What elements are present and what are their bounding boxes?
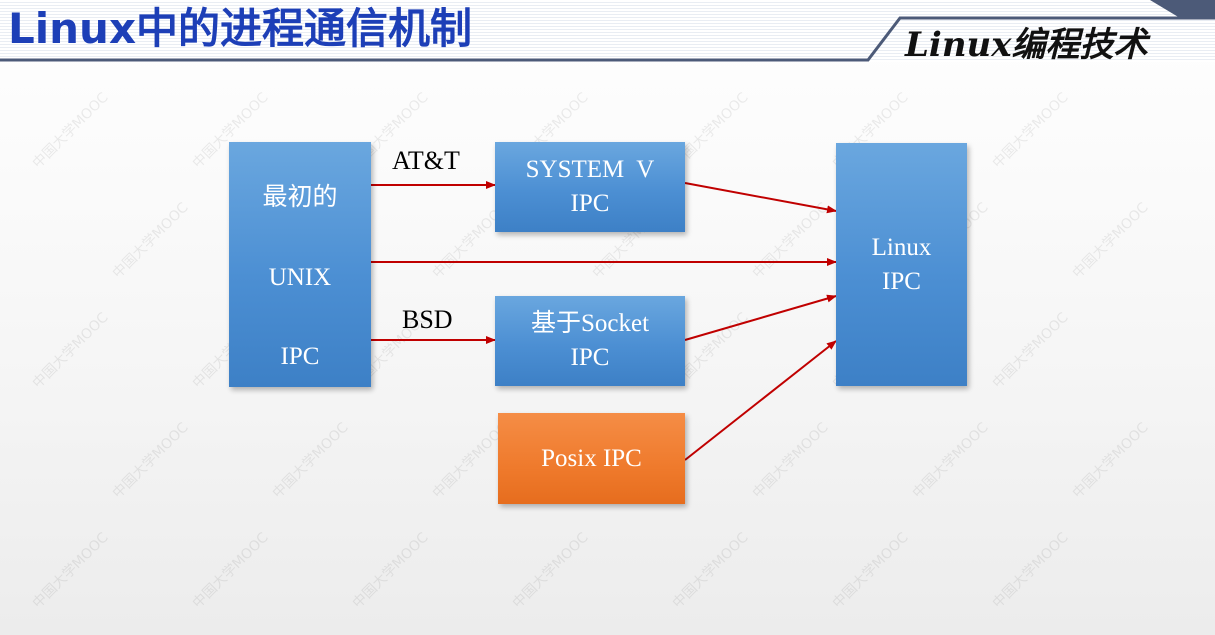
- unix-ipc-line-2: UNIX: [268, 263, 332, 291]
- unix-ipc-line-1: 最初的: [262, 184, 338, 211]
- system-v-line-1: SYSTEM V: [525, 156, 655, 183]
- posix-ipc-node: Posix IPC: [498, 413, 685, 504]
- socket-ipc-line-1: 基于Socket: [530, 310, 650, 337]
- system-v-line-2: IPC: [570, 190, 610, 217]
- arrow-systemv-to-linux: [684, 182, 837, 214]
- socket-ipc-line-2: IPC: [570, 344, 610, 371]
- unix-ipc-line-3: IPC: [280, 343, 320, 370]
- header-band: [0, 0, 1215, 62]
- header-decoration: [0, 0, 1215, 62]
- edge-label-att: AT&T: [392, 146, 460, 175]
- linux-ipc-line-2: IPC: [882, 267, 921, 295]
- socket-ipc-node: 基于Socket IPC: [495, 296, 685, 386]
- edge-label-bsd: BSD: [402, 305, 453, 334]
- linux-ipc-line-1: Linux: [871, 233, 932, 261]
- slide-subtitle: Linux编程技术: [905, 25, 1148, 65]
- unix-ipc-node: 最初的 UNIX IPC: [229, 142, 371, 387]
- slide-title: Linux中的进程通信机制: [8, 4, 473, 53]
- arrow-socket-to-linux: [684, 294, 837, 341]
- linux-ipc-node: Linux IPC: [836, 143, 967, 386]
- posix-ipc-label: Posix IPC: [541, 444, 642, 472]
- arrow-posix-to-linux: [684, 340, 837, 461]
- system-v-ipc-node: SYSTEM V IPC: [495, 142, 685, 232]
